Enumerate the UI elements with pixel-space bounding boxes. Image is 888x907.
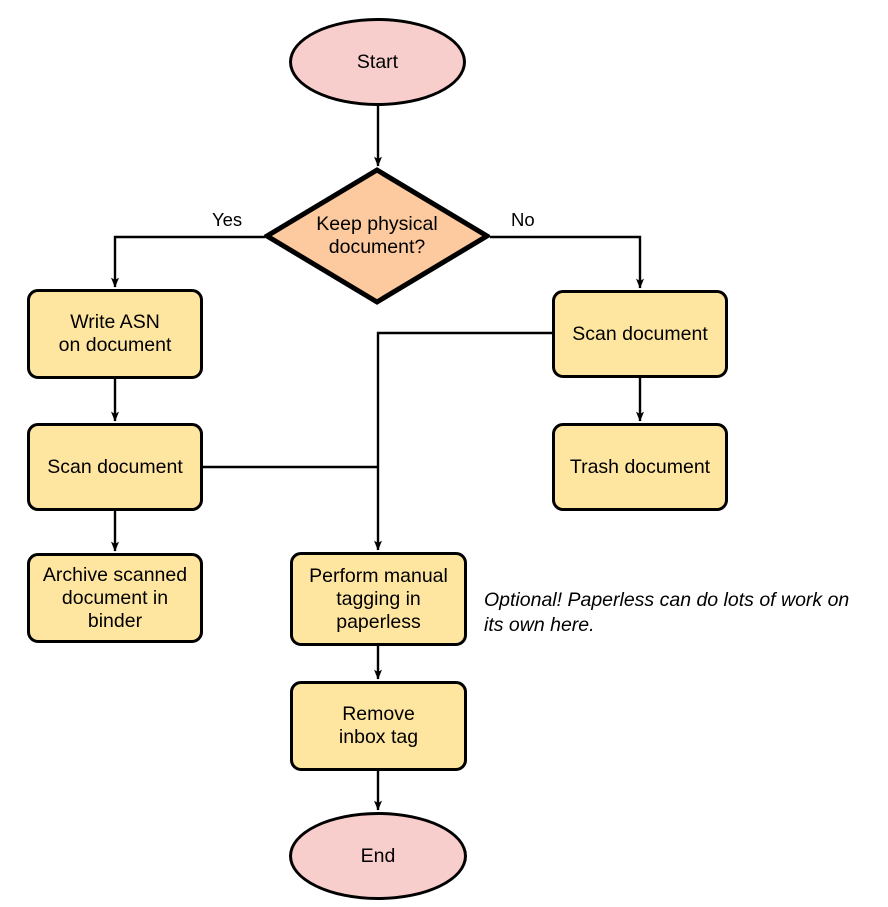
edge-decision-no-to-scan-right	[490, 235, 644, 289]
edge-label-yes: Yes	[209, 209, 246, 231]
edge-label-no: No	[508, 209, 538, 231]
node-remove-inbox-tag-label: Remove inbox tag	[338, 703, 419, 748]
node-manual-tagging-label: Perform manual tagging in paperless	[309, 564, 448, 633]
node-end-label: End	[360, 844, 396, 867]
node-trash-document[interactable]: Trash document	[552, 423, 728, 511]
node-scan-document-right-label: Scan document	[572, 322, 708, 345]
node-remove-inbox-tag[interactable]: Remove inbox tag	[290, 681, 467, 771]
node-decision-keep-physical-document[interactable]: Keep physical document?	[264, 167, 490, 305]
node-start-label: Start	[356, 50, 399, 73]
node-trash-document-label: Trash document	[569, 455, 711, 478]
node-start[interactable]: Start	[289, 18, 466, 106]
annotation-optional-note: Optional! Paperless can do lots of work …	[484, 589, 850, 637]
edge-scan-right-to-manual-tagging	[374, 331, 552, 551]
diamond-shape	[264, 167, 490, 305]
node-archive-scanned-document-in-binder[interactable]: Archive scanned document in binder	[27, 553, 203, 643]
edge-decision-yes-to-write-asn	[111, 235, 265, 288]
node-perform-manual-tagging[interactable]: Perform manual tagging in paperless	[290, 552, 467, 646]
node-decision-label: Keep physical document?	[316, 213, 438, 258]
node-scan-document-left-label: Scan document	[47, 455, 183, 478]
node-archive-binder-label: Archive scanned document in binder	[42, 563, 188, 632]
node-end[interactable]: End	[289, 812, 467, 900]
node-write-asn-label: Write ASN on document	[58, 311, 172, 356]
node-scan-document-right[interactable]: Scan document	[552, 290, 728, 378]
node-scan-document-left[interactable]: Scan document	[27, 423, 203, 511]
node-write-asn-on-document[interactable]: Write ASN on document	[27, 289, 203, 379]
